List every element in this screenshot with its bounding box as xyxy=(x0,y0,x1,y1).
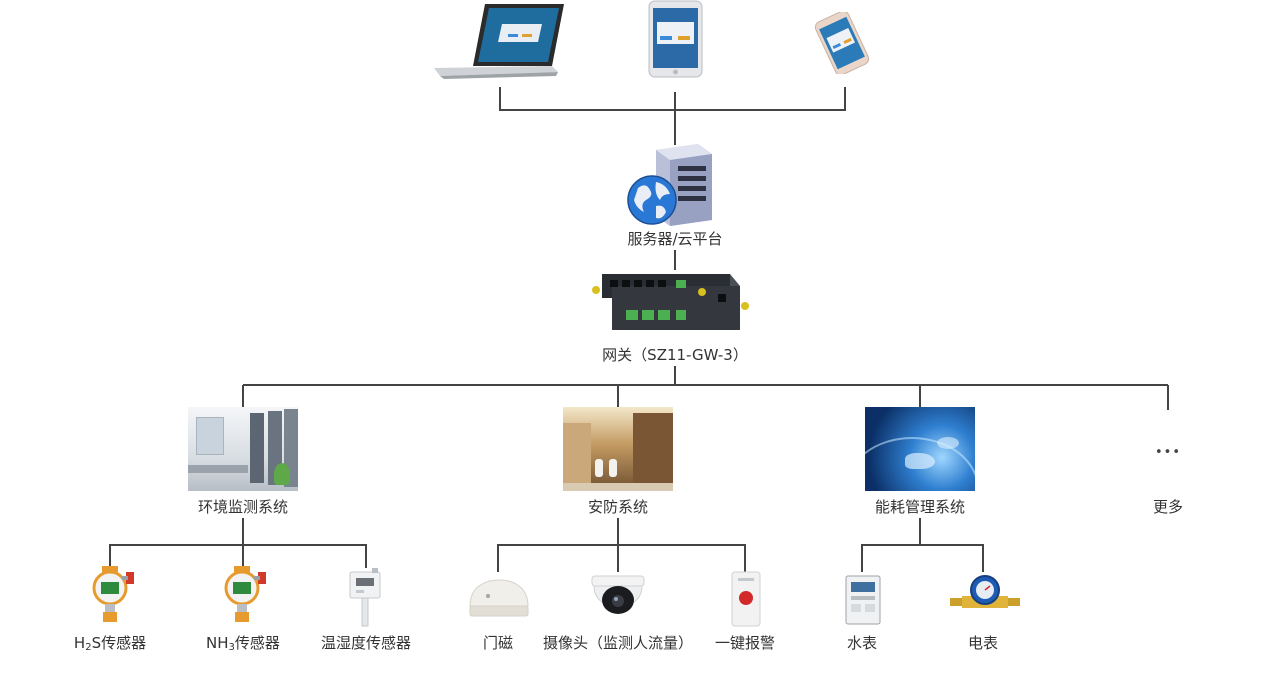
security-system-label: 安防系统 xyxy=(587,498,649,516)
energy-system-label: 能耗管理系统 xyxy=(874,498,966,516)
door-magnet-label: 门磁 xyxy=(482,634,514,652)
laptop-icon xyxy=(434,4,564,79)
smartphone-icon xyxy=(814,12,870,74)
water-meter-label: 水表 xyxy=(846,634,878,652)
panic-alarm-button-icon xyxy=(731,571,761,627)
electric-meter-label: 电表 xyxy=(967,634,999,652)
more-ellipsis-icon: ••• xyxy=(1154,445,1182,460)
gateway-label: 网关（SZ11-GW-3） xyxy=(602,346,748,364)
nh3-sensor-label: NH3传感器 xyxy=(206,634,280,653)
energy-system-photo xyxy=(865,407,975,491)
server-cloud-icon xyxy=(627,144,712,226)
environment-system-photo xyxy=(188,407,298,491)
dome-camera-icon xyxy=(591,575,645,614)
camera-label: 摄像头（监测人流量） xyxy=(542,634,694,652)
temperature-humidity-sensor-label: 温湿度传感器 xyxy=(320,634,412,652)
water-meter-icon xyxy=(845,575,881,625)
panic-alarm-label: 一键报警 xyxy=(714,634,776,652)
electric-meter-icon xyxy=(950,575,1020,608)
environment-system-label: 环境监测系统 xyxy=(197,498,289,516)
security-system-photo xyxy=(563,407,673,491)
more-systems-label: 更多 xyxy=(1152,498,1184,516)
server-label: 服务器/云平台 xyxy=(627,230,723,248)
h2s-sensor-label: H2S传感器 xyxy=(73,634,147,653)
nh3-sensor-icon xyxy=(224,566,266,622)
gateway-device-icon xyxy=(592,274,749,330)
door-magnet-sensor-icon xyxy=(469,579,529,617)
temperature-humidity-sensor-icon xyxy=(349,568,381,627)
h2s-sensor-icon xyxy=(92,566,134,622)
tablet-icon xyxy=(648,0,703,78)
